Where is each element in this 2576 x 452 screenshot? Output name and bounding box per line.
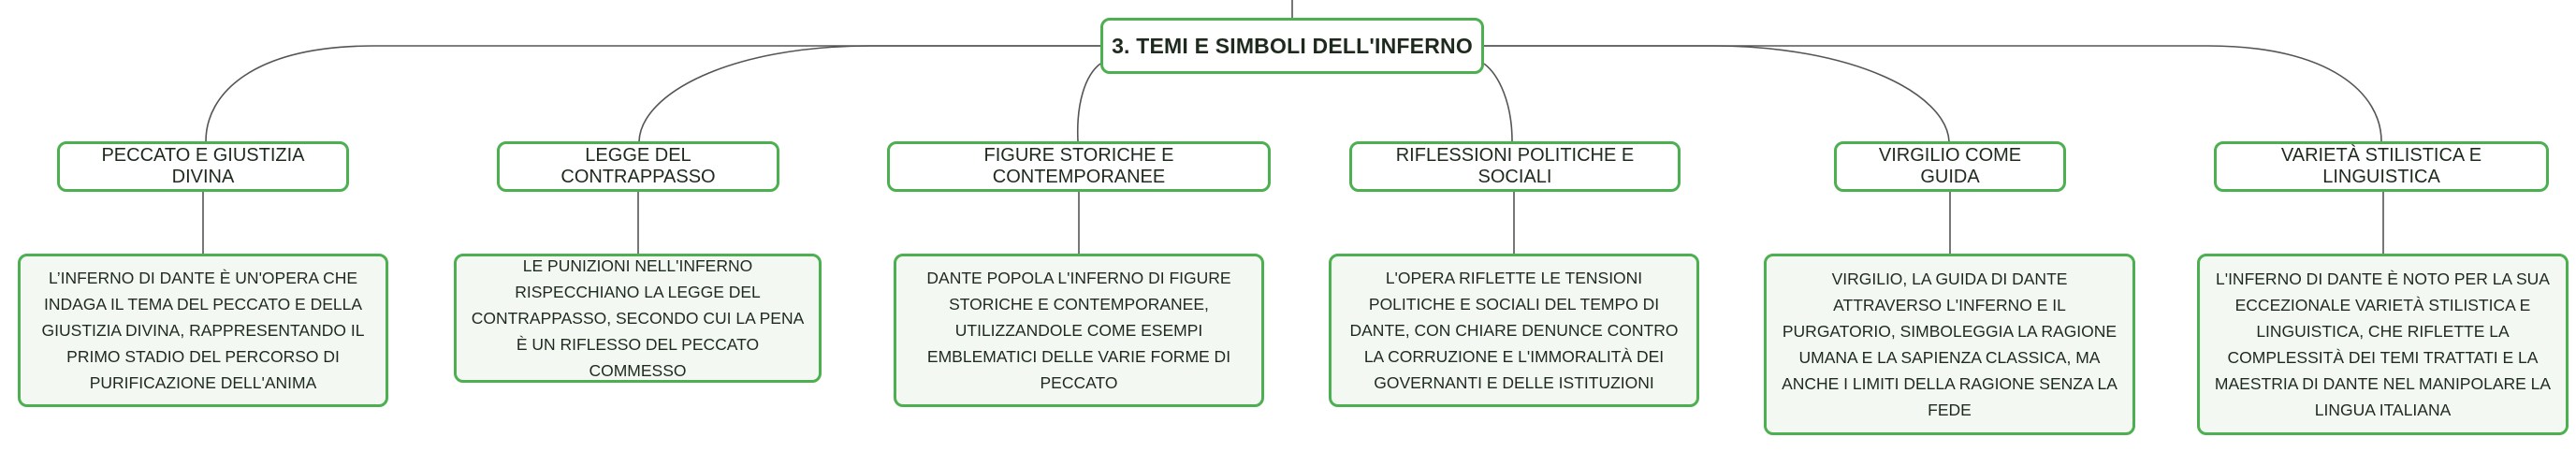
detail-figure-storiche[interactable]: DANTE POPOLA L'INFERNO DI FIGURE STORICH… — [894, 254, 1264, 407]
topic-varieta-stilistica[interactable]: VARIETÀ STILISTICA E LINGUISTICA — [2214, 141, 2549, 192]
connector-root-topic-5 — [1484, 45, 1950, 142]
detail-riflessioni-politiche[interactable]: L'OPERA RIFLETTE LE TENSIONI POLITICHE E… — [1329, 254, 1699, 407]
connector-root-topic-2 — [638, 45, 1100, 142]
detail-legge-contrappasso[interactable]: LE PUNIZIONI NELL'INFERNO RISPECCHIANO L… — [454, 254, 822, 383]
topic-figure-storiche[interactable]: FIGURE STORICHE E CONTEMPORANEE — [887, 141, 1271, 192]
connector-root-topic-1 — [205, 45, 1100, 142]
detail-virgilio-guida[interactable]: VIRGILIO, LA GUIDA DI DANTE ATTRAVERSO L… — [1764, 254, 2135, 435]
detail-varieta-stilistica[interactable]: L'INFERNO DI DANTE È NOTO PER LA SUA ECC… — [2197, 254, 2569, 435]
connector-root-topic-4 — [1483, 63, 1513, 142]
topic-virgilio-guida[interactable]: VIRGILIO COME GUIDA — [1834, 141, 2066, 192]
central-topic[interactable]: 3. TEMI E SIMBOLI DELL'INFERNO — [1100, 18, 1484, 74]
topic-peccato-giustizia[interactable]: PECCATO E GIUSTIZIA DIVINA — [57, 141, 349, 192]
topic-legge-contrappasso[interactable]: LEGGE DEL CONTRAPPASSO — [497, 141, 779, 192]
connector-root-topic-3 — [1076, 63, 1101, 142]
detail-peccato-giustizia[interactable]: L’INFERNO DI DANTE È UN'OPERA CHE INDAGA… — [18, 254, 388, 407]
topic-riflessioni-politiche[interactable]: RIFLESSIONI POLITICHE E SOCIALI — [1349, 141, 1681, 192]
connector-root-topic-6 — [1484, 45, 2382, 142]
